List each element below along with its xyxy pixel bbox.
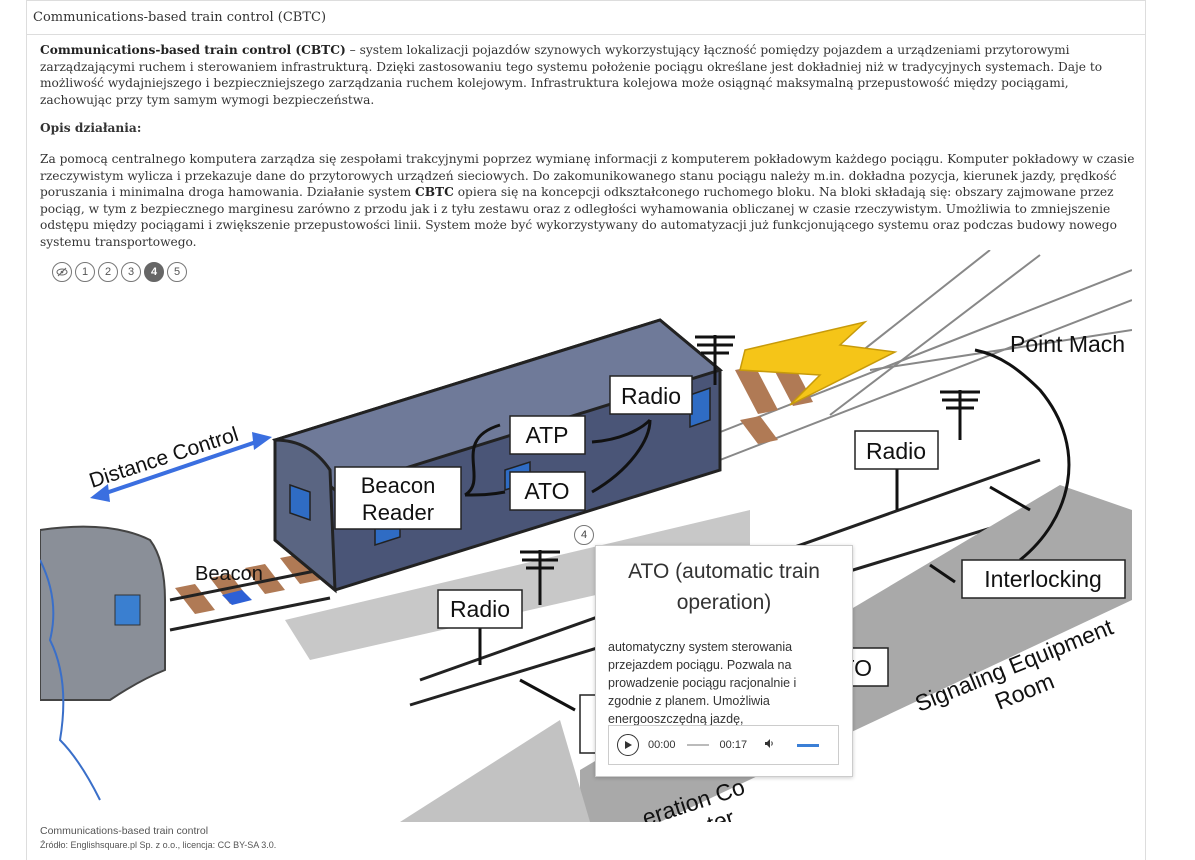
audio-current-time: 00:00 — [648, 739, 676, 751]
svg-text:Radio: Radio — [866, 438, 926, 464]
step-button-4[interactable]: 4 — [144, 262, 164, 282]
beacon-plate — [222, 590, 252, 605]
svg-text:Reader: Reader — [362, 500, 434, 525]
audio-duration: 00:17 — [719, 739, 748, 751]
antennas — [478, 335, 980, 665]
section-heading: Opis działania: — [40, 121, 142, 136]
lightning-icon — [739, 320, 898, 406]
intro-text: system lokalizacji pojazdów szynowych wy… — [40, 43, 1103, 107]
play-icon — [625, 741, 632, 749]
volume-slider[interactable] — [797, 743, 820, 747]
svg-text:Beacon: Beacon — [361, 473, 436, 498]
step-button-2[interactable]: 2 — [98, 262, 118, 282]
hotspot-popup: ATO (automatic train operation) automaty… — [595, 545, 853, 777]
body-paragraph: Za pomocą centralnego komputera zarządza… — [40, 151, 1135, 249]
audio-progress-bar[interactable] — [686, 744, 709, 746]
distance-control-label: Distance Control — [86, 423, 241, 493]
page-title: Communications-based train control (CBTC… — [26, 0, 1146, 35]
svg-text:Interlocking: Interlocking — [984, 566, 1102, 592]
label-point-machine: Point Mach — [1010, 331, 1125, 357]
article-body: Communications-based train control (CBTC… — [40, 42, 1135, 261]
content-frame — [26, 0, 1146, 860]
step-button-1[interactable]: 1 — [75, 262, 95, 282]
intro-term: Communications-based train control (CBTC… — [40, 43, 346, 57]
label-ato: ATO — [509, 471, 586, 511]
intro-paragraph: Communications-based train control (CBTC… — [40, 43, 1103, 107]
label-interlocking: Interlocking — [961, 559, 1126, 599]
volume-icon[interactable] — [764, 738, 775, 752]
label-radio-train: Radio — [609, 375, 693, 415]
connection-arrows — [464, 348, 1071, 712]
label-radio-right: Radio — [854, 430, 939, 470]
figure-source: Źródło: Englishsquare.pl Sp. z o.o., lic… — [40, 840, 277, 850]
label-atp: ATP — [509, 415, 586, 455]
svg-text:Radio: Radio — [450, 596, 510, 622]
step-navigation: 1 2 3 4 5 — [52, 262, 187, 282]
svg-text:ATP: ATP — [525, 422, 568, 448]
svg-text:ATO: ATO — [524, 478, 569, 504]
audio-player: 00:00 00:17 — [608, 725, 839, 765]
label-beacon-reader: Beacon Reader — [334, 466, 462, 530]
step-button-3[interactable]: 3 — [121, 262, 141, 282]
label-radio-left: Radio — [437, 589, 523, 629]
popup-title: ATO (automatic train operation) — [628, 560, 820, 614]
cbtc-illustration: Distance Control Radio ATP ATO Beacon Re… — [40, 250, 1132, 822]
play-button[interactable] — [617, 734, 639, 756]
operation-floor — [400, 720, 590, 822]
rear-window — [114, 594, 141, 626]
label-beacon: Beacon — [195, 563, 263, 585]
figure-caption: Communications-based train control — [40, 825, 209, 837]
svg-text:Radio: Radio — [621, 383, 681, 409]
rear-break-line — [40, 559, 101, 801]
rear-train — [40, 525, 166, 701]
cbtc-diagram: Distance Control Radio ATP ATO Beacon Re… — [40, 250, 1132, 822]
step-button-5[interactable]: 5 — [167, 262, 187, 282]
hotspot-marker-4[interactable]: 4 — [574, 525, 594, 545]
distance-control-arrow — [99, 438, 263, 497]
eye-slash-icon — [56, 267, 68, 277]
hide-markers-toggle[interactable] — [52, 262, 72, 282]
